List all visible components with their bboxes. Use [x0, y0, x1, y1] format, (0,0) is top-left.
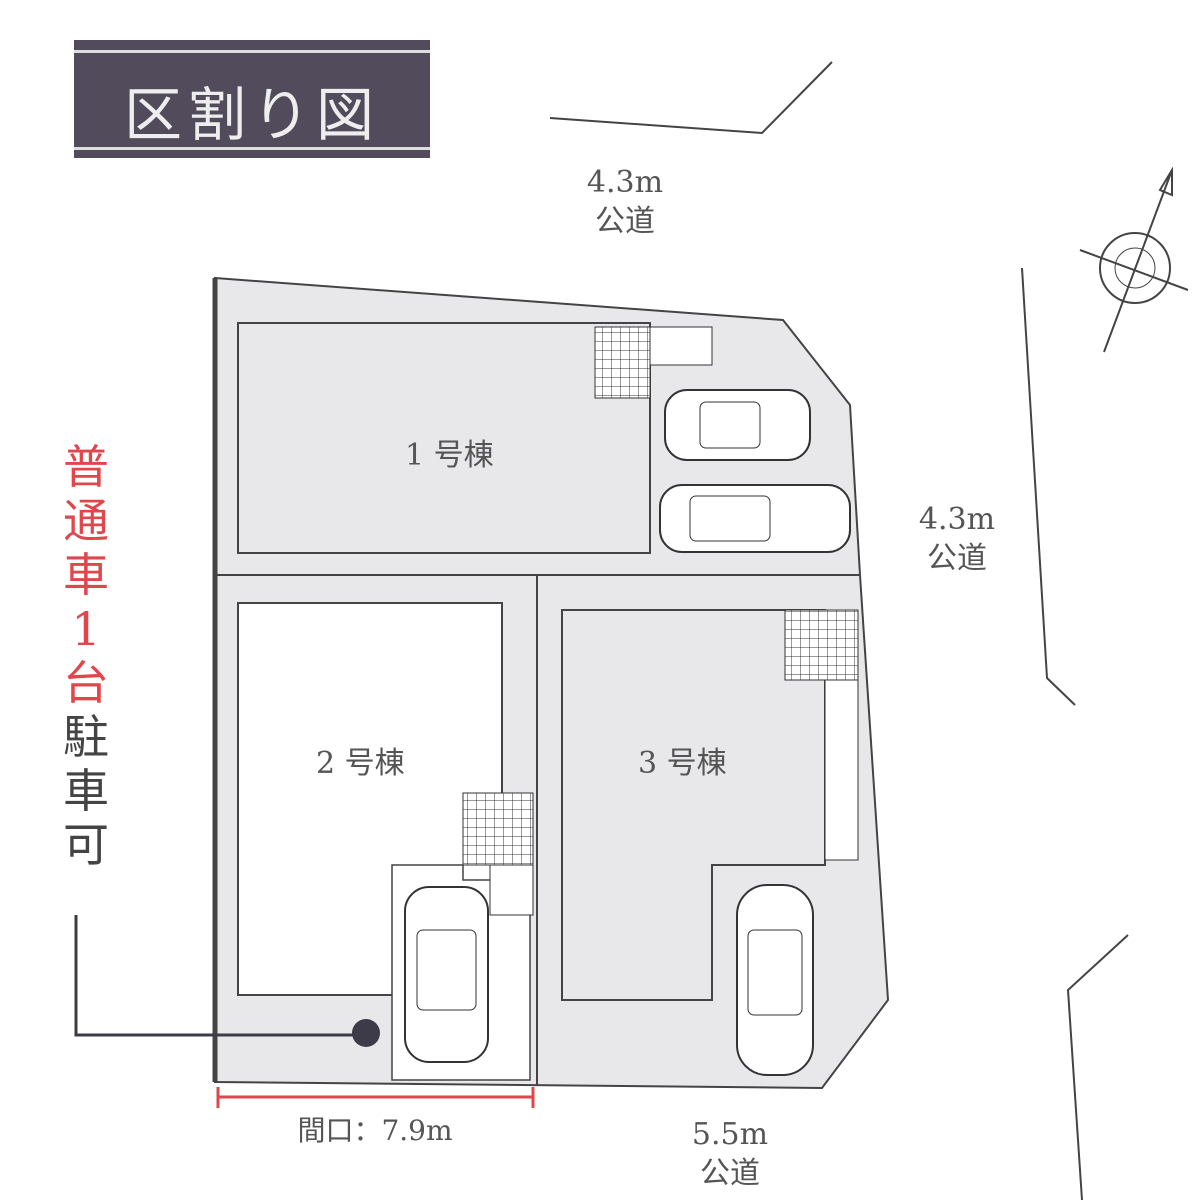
- road-type: 公道: [927, 541, 987, 576]
- frontage-dimension: [216, 1087, 535, 1108]
- note-char: 車: [63, 548, 109, 602]
- road-label-right: 4.3m 公道: [902, 500, 1012, 578]
- parking-note: 普 通 車 1 台 駐 車 可: [58, 440, 114, 872]
- building-3-label: 3 号棟: [638, 746, 727, 781]
- stairs-3: [824, 679, 859, 861]
- north-arrow-icon: [1079, 166, 1189, 353]
- building-2-label: 2 号棟: [316, 746, 405, 781]
- page-title: 区割り図: [123, 81, 380, 149]
- building-1-label: 1 号棟: [405, 438, 494, 473]
- car-icon: [664, 389, 811, 461]
- note-char: 1: [71, 602, 101, 656]
- note-char: 通: [63, 494, 109, 548]
- road-width: 4.3m: [918, 502, 996, 537]
- stairs-1: [649, 326, 713, 366]
- building-1: [237, 322, 651, 554]
- note-char: 台: [63, 656, 109, 710]
- road-edge-top: [549, 61, 833, 135]
- note-char: 可: [63, 818, 109, 872]
- car-icon: [736, 884, 814, 1076]
- road-label-top: 4.3m 公道: [570, 163, 680, 241]
- car-icon: [404, 886, 489, 1063]
- stairs-2: [489, 864, 534, 916]
- frontage-label: 間口：7.9m: [297, 1114, 453, 1147]
- parking-pointer-line: [74, 915, 366, 1037]
- parking-pointer-dot: [352, 1019, 380, 1047]
- car-icon: [659, 484, 851, 553]
- road-width: 4.3m: [586, 165, 664, 200]
- road-edge-lower-right: [1066, 934, 1129, 1200]
- stair-grid-1: [594, 326, 651, 399]
- road-type: 公道: [700, 1156, 760, 1191]
- note-char: 駐: [63, 710, 109, 764]
- stair-grid-2: [462, 792, 534, 866]
- title-banner: 区割り図: [74, 40, 430, 158]
- road-type: 公道: [595, 204, 655, 239]
- road-edge-right: [1021, 267, 1076, 706]
- road-width: 5.5m: [691, 1117, 769, 1152]
- note-char: 普: [63, 440, 109, 494]
- note-char: 車: [63, 764, 109, 818]
- stair-grid-3: [784, 609, 859, 681]
- road-label-bottom: 5.5m 公道: [675, 1115, 785, 1193]
